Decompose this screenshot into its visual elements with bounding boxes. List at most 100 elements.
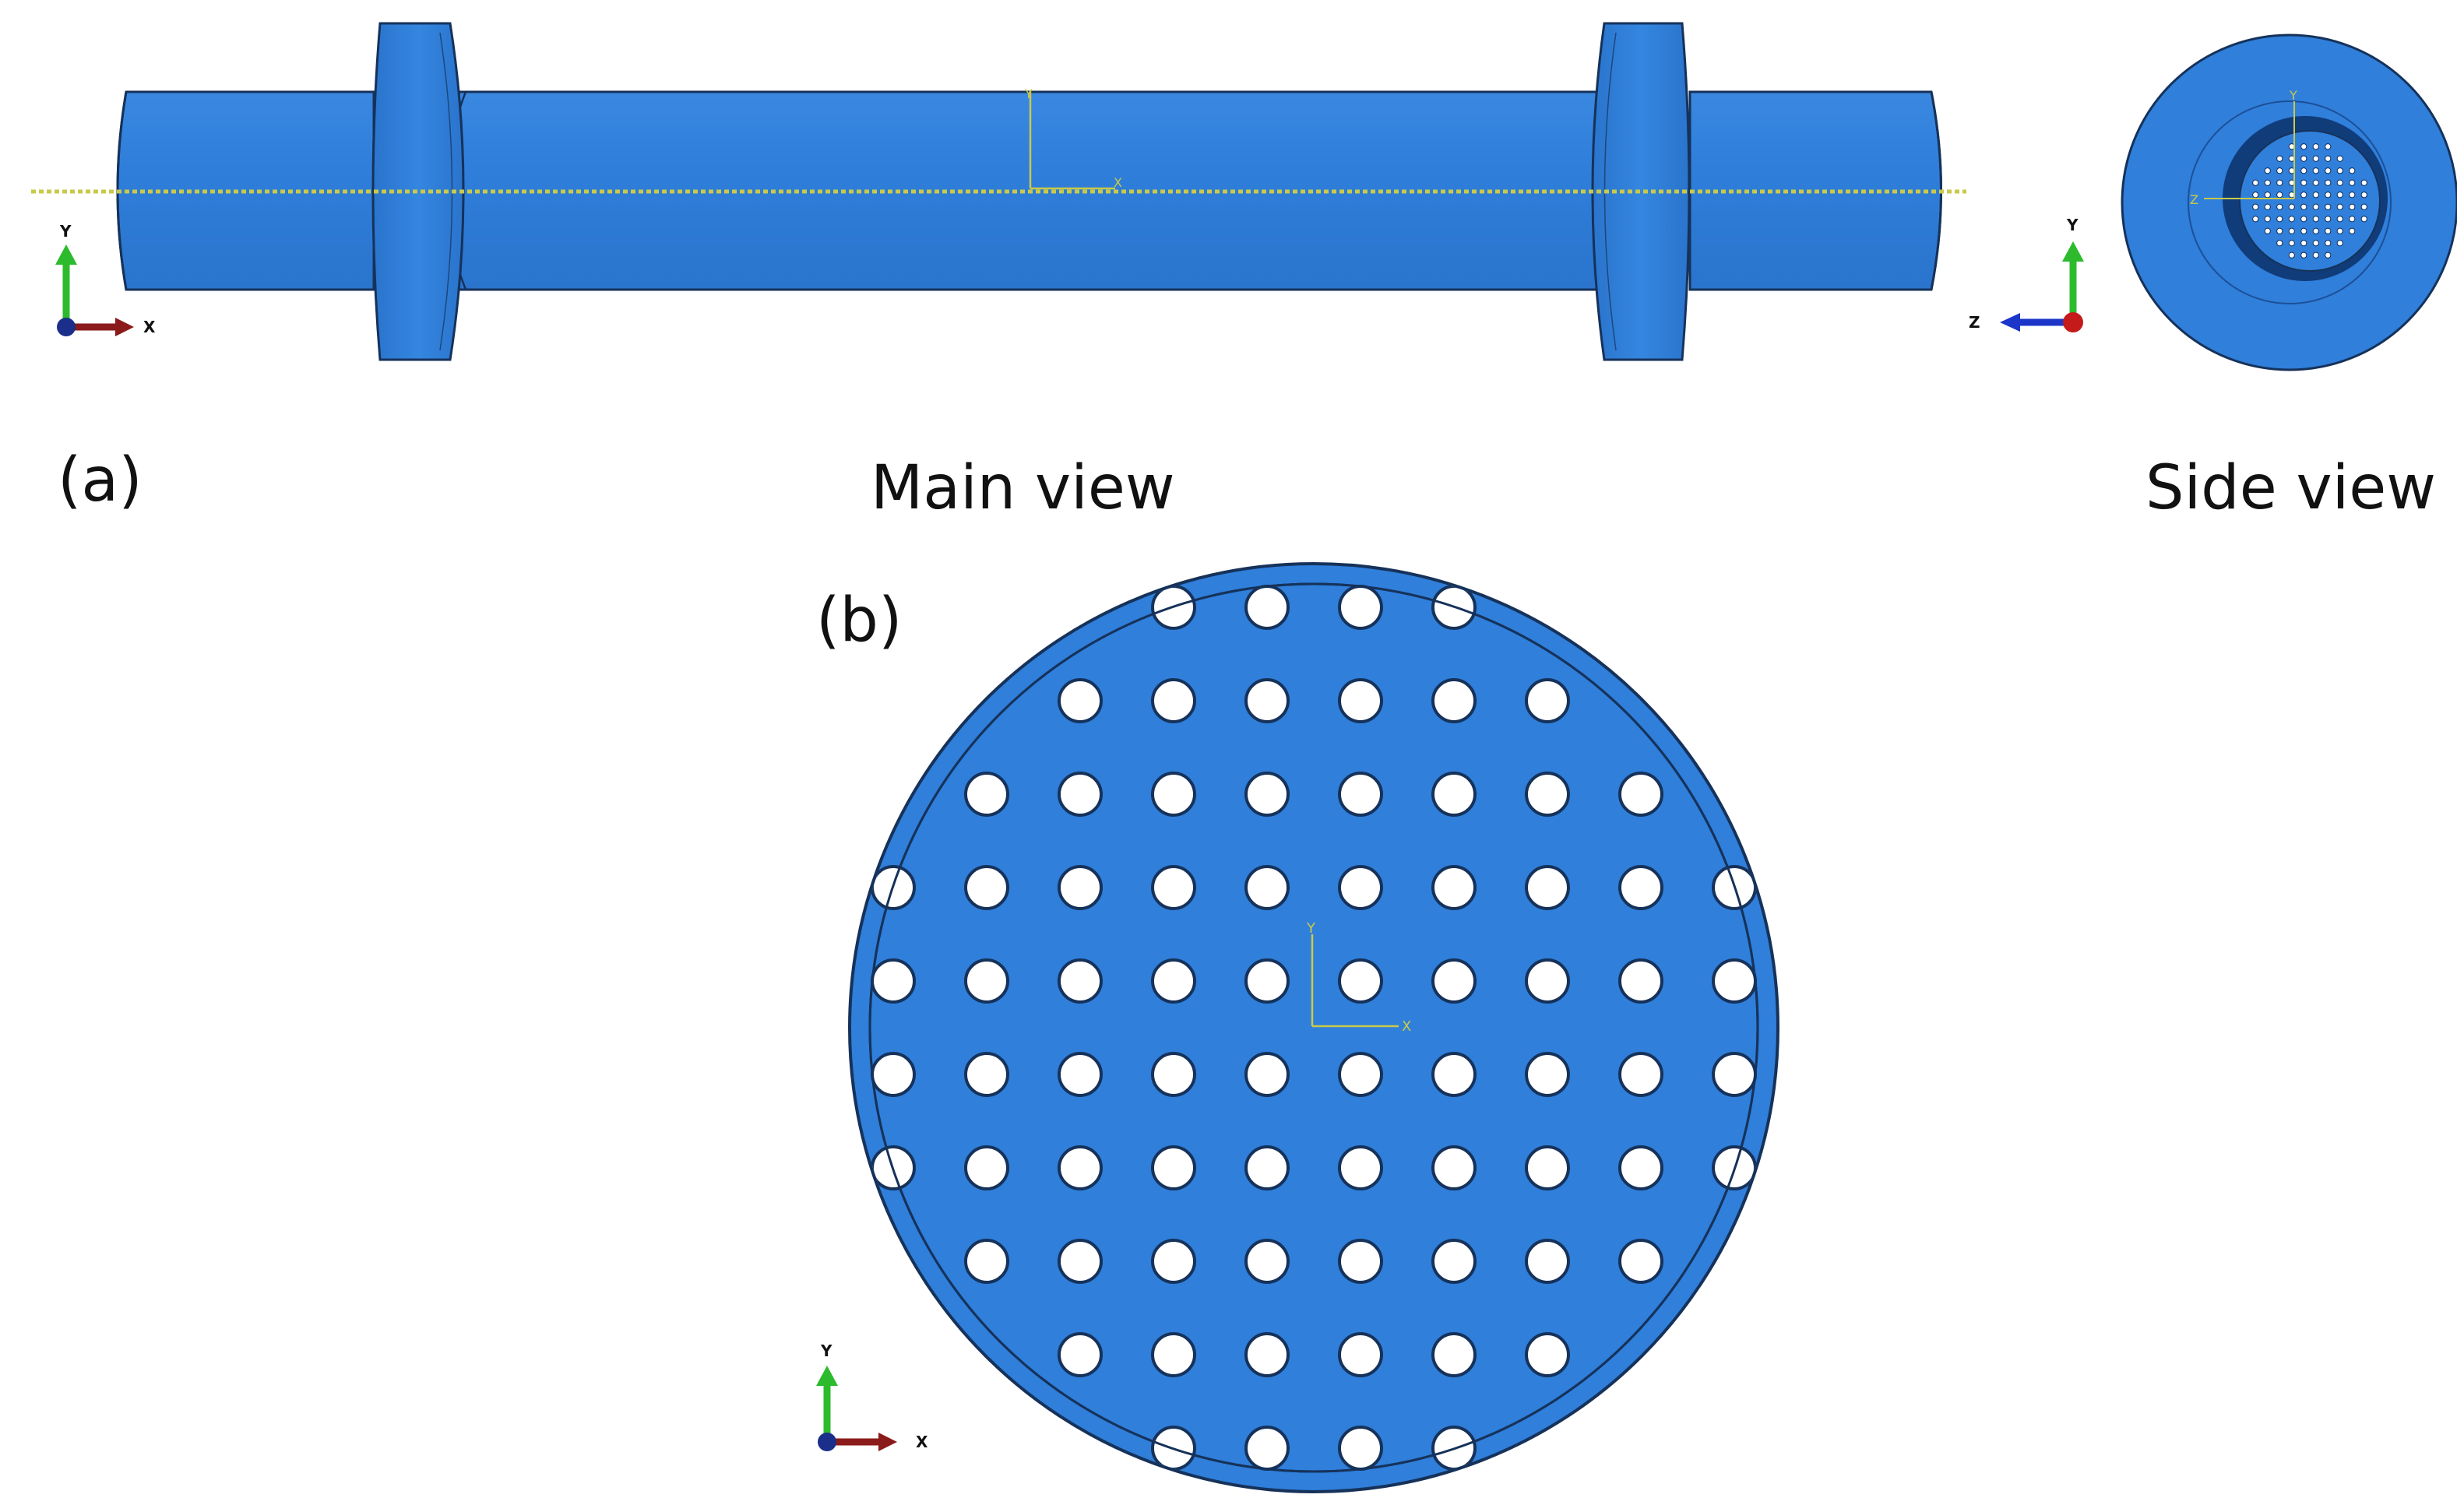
- side-hole: [2288, 216, 2295, 223]
- plate-hole: [1338, 772, 1383, 817]
- side-hole: [2349, 167, 2356, 174]
- side-hole: [2360, 192, 2367, 199]
- side-hole: [2300, 203, 2307, 210]
- side-hole: [2276, 155, 2283, 162]
- plate-triad-x-label: X: [916, 1433, 928, 1451]
- side-datum-csys: Y Z: [2190, 88, 2297, 207]
- plate-hole: [964, 1239, 1009, 1284]
- side-hole: [2252, 192, 2259, 199]
- side-hole: [2325, 216, 2332, 223]
- plate-hole: [1244, 1239, 1290, 1284]
- side-hole: [2360, 203, 2367, 210]
- plate-datum-x-label: X: [1402, 1018, 1411, 1035]
- plate-hole: [1618, 1239, 1663, 1284]
- side-hole: [2276, 167, 2283, 174]
- side-hole: [2312, 227, 2319, 234]
- side-hole: [2349, 192, 2356, 199]
- side-hole: [2360, 179, 2367, 186]
- plate-hole: [871, 1052, 916, 1097]
- side-view-plate: [2239, 130, 2381, 272]
- side-hole: [2264, 167, 2271, 174]
- plate-hole: [1431, 1145, 1477, 1190]
- side-hole: [2325, 240, 2332, 247]
- side-hole: [2300, 167, 2307, 174]
- plate-hole: [1151, 865, 1196, 910]
- plate-hole: [1244, 678, 1290, 723]
- side-hole: [2312, 155, 2319, 162]
- plate-hole: [1618, 865, 1663, 910]
- plate-hole: [1431, 958, 1477, 1004]
- side-hole: [2336, 227, 2343, 234]
- plate-hole: [1151, 1052, 1196, 1097]
- plate-hole: [1151, 772, 1196, 817]
- plate-hole: [1338, 678, 1383, 723]
- plate-hole: [1525, 958, 1570, 1004]
- plate-hole: [1431, 1239, 1477, 1284]
- plate-triad-y-label: Y: [820, 1341, 832, 1360]
- plate-hole: [964, 865, 1009, 910]
- side-hole: [2349, 203, 2356, 210]
- side-hole: [2336, 203, 2343, 210]
- plate-hole: [1431, 1052, 1477, 1097]
- side-hole: [2325, 143, 2332, 150]
- side-hole: [2252, 179, 2259, 186]
- side-hole: [2360, 216, 2367, 223]
- side-hole: [2252, 216, 2259, 223]
- plate-hole: [1244, 772, 1290, 817]
- side-hole: [2264, 216, 2271, 223]
- plate-hole: [964, 1145, 1009, 1190]
- plate-hole: [1151, 1239, 1196, 1284]
- panel-b-label: (b): [816, 585, 903, 656]
- plate-hole: [1244, 585, 1290, 630]
- side-hole: [2349, 227, 2356, 234]
- plate-hole: [1151, 1145, 1196, 1190]
- main-datum-x-label: X: [1114, 175, 1122, 190]
- side-hole: [2312, 216, 2319, 223]
- plate-hole: [1618, 772, 1663, 817]
- side-hole: [2312, 143, 2319, 150]
- side-datum-y-label: Y: [2289, 88, 2297, 103]
- main-datum-csys: Y X: [1024, 86, 1122, 190]
- side-hole: [2325, 179, 2332, 186]
- side-hole: [2312, 203, 2319, 210]
- plate-hole: [1525, 772, 1570, 817]
- side-hole: [2288, 240, 2295, 247]
- plate-hole: [871, 958, 916, 1004]
- main-view-model: Y X: [31, 22, 1966, 361]
- side-view-caption: Side view: [2145, 453, 2437, 523]
- side-hole: [2325, 167, 2332, 174]
- main-triad-x-label: X: [143, 318, 156, 336]
- side-hole: [2300, 179, 2307, 186]
- plate-hole: [1338, 865, 1383, 910]
- plate-hole: [1058, 1332, 1103, 1377]
- plate-hole: [1058, 772, 1103, 817]
- plate-hole: [1058, 1145, 1103, 1190]
- side-hole: [2325, 227, 2332, 234]
- plate-hole: [1058, 865, 1103, 910]
- side-triad-y-label: Y: [2066, 216, 2079, 234]
- flange-left: [371, 22, 465, 361]
- plate-hole: [1525, 1239, 1570, 1284]
- side-hole: [2349, 179, 2356, 186]
- plate-hole: [1431, 1332, 1477, 1377]
- side-hole: [2325, 192, 2332, 199]
- plate-hole: [1058, 958, 1103, 1004]
- side-hole: [2300, 240, 2307, 247]
- plate-datum-csys: Y X: [1306, 920, 1411, 1035]
- side-hole: [2312, 251, 2319, 258]
- plate-hole: [1058, 678, 1103, 723]
- plate-hole: [1058, 1239, 1103, 1284]
- side-hole: [2288, 203, 2295, 210]
- side-hole: [2276, 216, 2283, 223]
- side-hole: [2264, 192, 2271, 199]
- plate-hole: [1338, 585, 1383, 630]
- side-hole: [2264, 179, 2271, 186]
- side-hole: [2336, 179, 2343, 186]
- plate-hole: [1338, 958, 1383, 1004]
- side-hole: [2312, 240, 2319, 247]
- plate-hole: [1151, 958, 1196, 1004]
- side-hole: [2336, 155, 2343, 162]
- plate-hole: [1244, 1145, 1290, 1190]
- plate-hole: [1525, 1332, 1570, 1377]
